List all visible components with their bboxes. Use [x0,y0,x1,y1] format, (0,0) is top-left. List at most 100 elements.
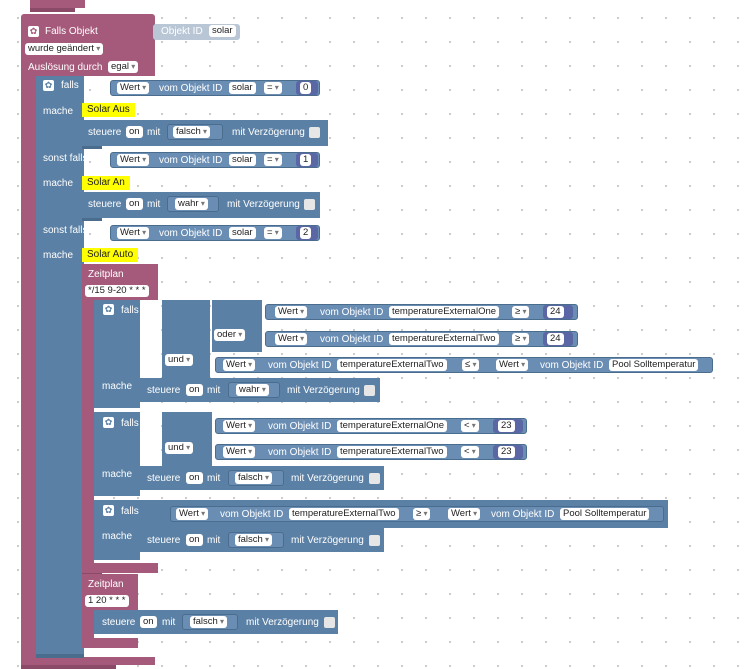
delay-label: mit Verzögerung [287,385,360,396]
cron-value[interactable]: 1 20 * * * [85,595,129,607]
gear-icon[interactable]: ✿ [103,505,114,516]
delay-label: mit Verzögerung [232,127,305,138]
number-value[interactable]: 24 [547,306,564,318]
wert-dropdown[interactable]: Wert [223,446,256,458]
set-block-bottom-edge [82,218,102,221]
schedule-block-2-footer [82,638,138,648]
bool-dropdown[interactable]: falsch [173,126,211,138]
delay-checkbox[interactable] [369,473,380,484]
delay-checkbox[interactable] [369,535,380,546]
on-chip[interactable]: on [186,472,203,484]
number-value[interactable]: 1 [300,154,312,166]
and-dropdown[interactable]: und [165,442,194,454]
trigger-block-bottom-edge [21,665,116,669]
on-chip[interactable]: on [186,384,203,396]
wert-dropdown[interactable]: Wert [223,420,256,432]
operator-dropdown[interactable]: < [461,420,479,432]
wert-dropdown[interactable]: Wert [448,508,481,520]
if-block[interactable] [36,76,84,654]
delay-label: mit Verzögerung [291,535,364,546]
operator-dropdown[interactable]: ≥ [512,306,530,318]
object-id-value[interactable]: Pool Solltemperatur [609,359,699,371]
do-label: mache [102,531,133,542]
trigger-dropdown[interactable]: egal [108,61,139,73]
on-chip[interactable]: on [126,198,143,210]
operator-dropdown[interactable]: ≥ [512,333,530,345]
if-block[interactable] [94,500,140,560]
gear-icon[interactable]: ✿ [43,80,54,91]
from-object-label: vom Objekt ID [320,334,384,345]
delay-checkbox[interactable] [304,199,315,210]
from-object-label: vom Objekt ID [268,447,332,458]
operator-dropdown[interactable]: ≤ [462,359,480,371]
and-dropdown[interactable]: und [165,354,194,366]
object-id-value[interactable]: solar [229,82,256,94]
do-label: mache [43,178,74,189]
or-dropdown[interactable]: oder [214,329,246,341]
wert-dropdown[interactable]: Wert [275,306,308,318]
delay-checkbox[interactable] [309,127,320,138]
object-id-value[interactable]: solar [229,227,256,239]
object-id-value[interactable]: solar [229,154,256,166]
block-fragment-top[interactable] [30,0,85,8]
comment-note[interactable]: Solar Auto [82,248,139,262]
and-block[interactable] [162,300,210,378]
if-block[interactable] [94,300,140,408]
on-chip[interactable]: on [126,126,143,138]
number-value[interactable]: 24 [547,333,564,345]
bool-dropdown[interactable]: wahr [175,198,208,210]
operator-dropdown[interactable]: = [264,82,282,94]
schedule-label: Zeitplan [88,269,124,280]
on-chip[interactable]: on [186,534,203,546]
object-id-value[interactable]: temperatureExternalTwo [389,333,499,345]
bool-dropdown[interactable]: falsch [235,534,273,546]
operator-dropdown[interactable]: = [264,154,282,166]
if-label: falls [121,506,139,517]
operator-dropdown[interactable]: = [264,227,282,239]
delay-checkbox[interactable] [364,385,375,396]
and-block[interactable] [162,412,212,466]
wert-dropdown[interactable]: Wert [275,333,308,345]
wert-dropdown[interactable]: Wert [223,359,256,371]
wert-dropdown[interactable]: Wert [117,227,150,239]
bool-dropdown[interactable]: falsch [190,616,228,628]
comment-note[interactable]: Solar An [82,176,130,190]
gear-icon[interactable]: ✿ [28,26,39,37]
from-object-label: vom Objekt ID [491,509,555,520]
gear-icon[interactable]: ✿ [103,304,114,315]
with-label: mit [207,385,221,396]
cron-value[interactable]: */15 9-20 * * * [85,285,149,297]
wert-dropdown[interactable]: Wert [117,82,150,94]
with-label: mit [147,199,161,210]
number-value[interactable]: 23 [498,420,515,432]
number-value[interactable]: 0 [300,82,312,94]
bool-dropdown[interactable]: falsch [235,472,273,484]
wert-dropdown[interactable]: Wert [117,154,150,166]
object-id-value[interactable]: temperatureExternalOne [389,306,500,318]
object-id-value[interactable]: temperatureExternalOne [337,420,448,432]
object-id-value[interactable]: Pool Solltemperatur [560,508,650,520]
condition-dropdown[interactable]: wurde geändert [25,43,104,55]
number-value[interactable]: 23 [498,446,515,458]
object-id-value[interactable]: solar [209,25,236,37]
wert-dropdown[interactable]: Wert [176,508,209,520]
gear-icon[interactable]: ✿ [103,417,114,428]
object-id-value[interactable]: temperatureExternalTwo [337,359,447,371]
wert-dropdown[interactable]: Wert [496,359,529,371]
from-object-label: vom Objekt ID [159,83,223,94]
operator-dropdown[interactable]: < [461,446,479,458]
object-id-value[interactable]: temperatureExternalTwo [337,446,447,458]
comment-note[interactable]: Solar Aus [82,103,135,117]
schedule-block-1-footer [82,563,158,573]
if-block[interactable] [94,412,140,496]
number-value[interactable]: 2 [300,227,312,239]
operator-dropdown[interactable]: ≥ [413,508,431,520]
delay-checkbox[interactable] [324,617,335,628]
object-id-value[interactable]: temperatureExternalTwo [289,508,399,520]
or-block[interactable] [212,300,262,352]
with-label: mit [207,535,221,546]
with-label: mit [147,127,161,138]
bool-dropdown[interactable]: wahr [236,384,269,396]
on-chip[interactable]: on [140,616,157,628]
